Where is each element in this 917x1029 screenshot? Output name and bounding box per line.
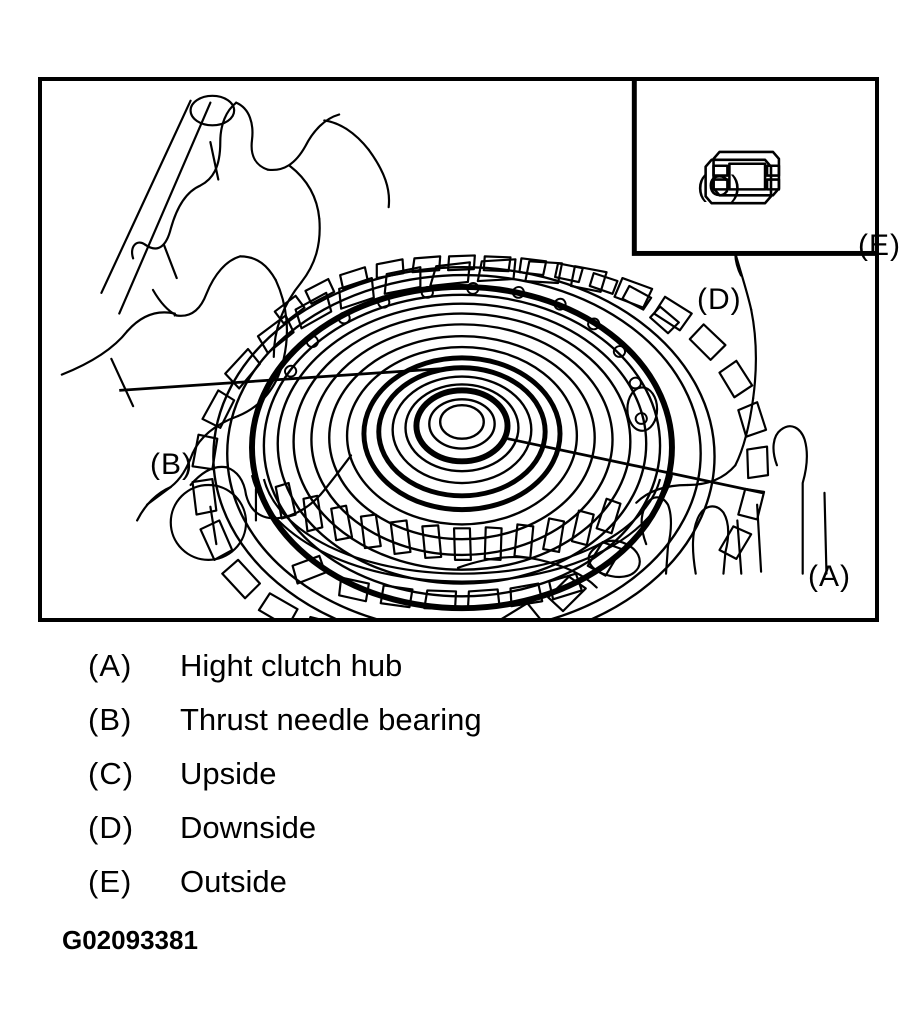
figure-id-code: G02093381 — [62, 925, 198, 955]
legend-key: (E) — [88, 864, 133, 899]
legend-key: (B) — [88, 702, 133, 737]
thrust-needle-bearing-races — [391, 375, 533, 485]
legend-row: (D) Downside — [88, 812, 788, 866]
inset-box-border — [631, 81, 875, 256]
transmission-clutch-illustration — [60, 81, 875, 618]
legend-key: (D) — [88, 810, 135, 845]
clutch-hub-front-splines — [273, 254, 680, 335]
legend-key: (A) — [88, 648, 133, 683]
clutch-hub-bottom-spline-teeth — [274, 481, 622, 561]
legend-text: Hight clutch hub — [180, 648, 403, 683]
leader-line-b — [119, 367, 441, 392]
clutch-plate-lug-notches — [284, 282, 648, 425]
inset-label-c-upside: (C) — [697, 170, 742, 203]
inset-connector-line — [734, 253, 743, 277]
clutch-hub-lower-rim — [250, 474, 674, 583]
callout-label-a: (A) — [808, 560, 851, 593]
legend-text: Outside — [180, 864, 287, 899]
leader-lines — [119, 367, 764, 495]
legend-text: Thrust needle bearing — [180, 702, 482, 737]
bearing-cross-section-icon — [704, 150, 781, 205]
legend-row: (C) Upside — [88, 758, 788, 812]
case-right-contour — [635, 252, 757, 504]
legend-row: (B) Thrust needle bearing — [88, 704, 788, 758]
clutch-hub-outer-heavy-ring — [249, 283, 675, 612]
legend-key: (C) — [88, 756, 135, 791]
callout-label-b: (B) — [150, 448, 193, 481]
inset-detail-box — [631, 81, 875, 277]
legend-text: Downside — [180, 810, 317, 845]
legend-list: (A) Hight clutch hub (B) Thrust needle b… — [88, 650, 788, 920]
clutch-hub-inner-heavy-rings — [361, 355, 563, 513]
legend-text: Upside — [180, 756, 277, 791]
high-clutch-hub-assembly — [191, 254, 770, 618]
thrust-needle-bearing-body — [413, 387, 511, 465]
case-foreground-contours — [169, 454, 353, 561]
legend-row: (A) Hight clutch hub — [88, 650, 788, 704]
legend-row: (E) Outside — [88, 866, 788, 920]
clutch-hub-concentric-plates — [262, 293, 662, 598]
clutch-drum-body — [212, 266, 716, 618]
clutch-drum-bottom-outer-teeth — [291, 554, 583, 611]
leader-line-a — [507, 437, 764, 495]
case-background-contours — [60, 94, 391, 522]
inset-label-d-downside: (D) — [697, 283, 742, 316]
inset-label-e-outside: (E) — [858, 229, 901, 262]
input-shaft-bore — [428, 398, 496, 450]
diagram-frame: (B) (A) (C) (D) (E) — [38, 77, 900, 622]
